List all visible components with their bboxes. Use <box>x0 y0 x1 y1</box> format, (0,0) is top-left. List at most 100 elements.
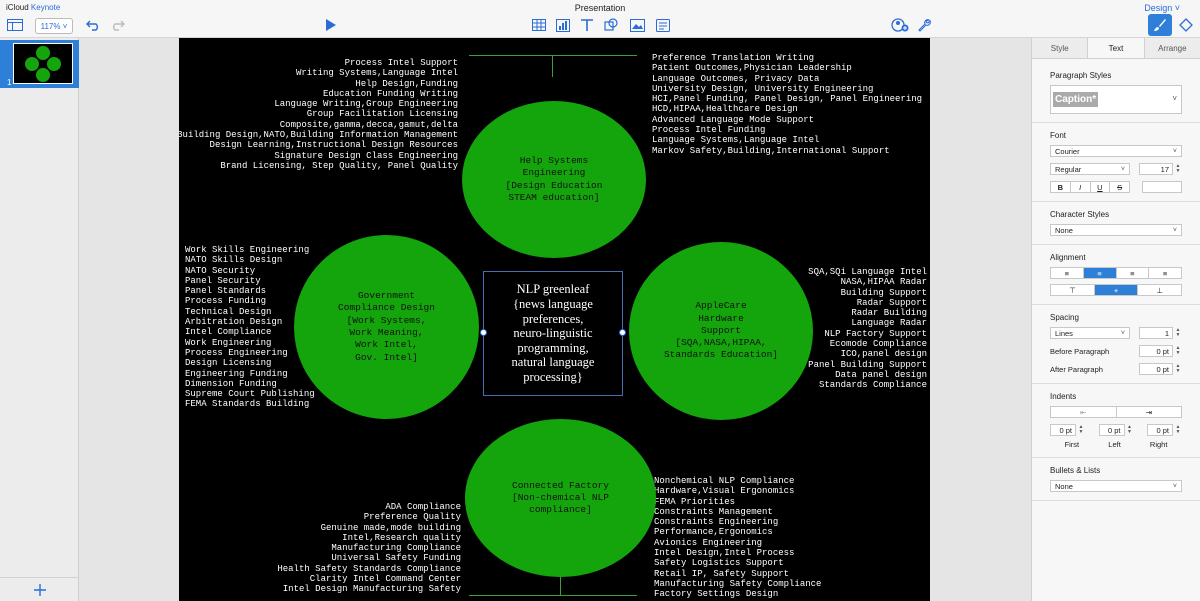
circle-help-systems[interactable]: Help Systems Engineering [Design Educati… <box>462 101 646 258</box>
circle-connected-factory-label: Connected Factory [Non-chemical NLP comp… <box>512 479 609 516</box>
font-size-stepper[interactable]: ▲▼ <box>1175 163 1181 174</box>
table-button[interactable] <box>530 15 548 35</box>
strikethrough-button[interactable]: S <box>1117 182 1123 192</box>
circle-government-compliance[interactable]: Government Compliance Design [Work Syste… <box>294 235 479 419</box>
text-block-mid-left[interactable]: Work Skills Engineering NATO Skills Desi… <box>185 245 315 410</box>
text-block-top-left[interactable]: Process Intel Support Writing Systems,La… <box>179 58 458 171</box>
circle-applecare[interactable]: AppleCare Hardware Support [SQA,NASA,HIP… <box>629 242 813 420</box>
settings-button[interactable] <box>915 15 933 35</box>
font-family-select[interactable]: Courier˅ <box>1050 145 1182 157</box>
brand[interactable]: iCloud Keynote <box>6 3 60 12</box>
align-bottom-icon: ⊥ <box>1156 285 1163 295</box>
text-button[interactable] <box>578 15 596 35</box>
indent-first-stepper[interactable]: ▲▼ <box>1078 424 1084 435</box>
undo-button[interactable] <box>84 15 102 35</box>
chevron-down-icon: ˅ <box>1174 3 1180 13</box>
document-title[interactable]: Presentation <box>574 3 626 13</box>
play-button[interactable] <box>322 15 340 35</box>
shape-button[interactable] <box>602 15 620 35</box>
spacing-value-field[interactable]: 1 <box>1139 327 1173 339</box>
spacing-mode-select[interactable]: Lines˅ <box>1050 327 1130 339</box>
italic-button[interactable]: I <box>1071 182 1091 192</box>
character-styles-title: Character Styles <box>1050 210 1110 219</box>
circle-government-compliance-label: Government Compliance Design [Work Syste… <box>338 290 435 363</box>
align-left-button[interactable]: ≡ <box>1051 268 1084 278</box>
tab-style[interactable]: Style <box>1032 38 1088 58</box>
after-paragraph-stepper[interactable]: ▲▼ <box>1175 363 1181 374</box>
chevron-down-icon: ˅ <box>1172 148 1177 155</box>
redo-button[interactable] <box>108 15 126 35</box>
chart-button[interactable] <box>554 15 572 35</box>
circle-connected-factory[interactable]: Connected Factory [Non-chemical NLP comp… <box>465 419 656 577</box>
comment-button[interactable] <box>654 15 672 35</box>
indent-left-field[interactable]: 0 pt <box>1098 424 1125 436</box>
after-paragraph-label: After Paragraph <box>1050 364 1103 374</box>
animate-button[interactable] <box>1176 15 1196 35</box>
design-menu[interactable]: Design ˅ <box>1144 3 1180 13</box>
text-block-top-right[interactable]: Preference Translation Writing Patient O… <box>652 53 923 156</box>
align-bottom-button[interactable]: ⊥ <box>1138 285 1181 295</box>
spacing-section: Spacing Lines˅ 1 ▲▼ Before Paragraph 0 p… <box>1032 305 1200 384</box>
align-left-icon: ≡ <box>1064 268 1070 278</box>
chevron-down-icon: ˅ <box>1172 227 1177 234</box>
selection-handle-right[interactable] <box>619 329 626 336</box>
slide-thumbnail-1[interactable]: 1 <box>0 40 79 88</box>
align-middle-icon: + <box>1113 285 1119 295</box>
justify-icon: ≡ <box>1162 268 1168 278</box>
bullets-section: Bullets & Lists None˅ <box>1032 458 1200 501</box>
selection-handle-left[interactable] <box>480 329 487 336</box>
text-icon <box>581 19 593 31</box>
underline-button[interactable]: U <box>1091 182 1111 192</box>
text-block-bottom-left[interactable]: ADA Compliance Preference Quality Genuin… <box>277 502 461 595</box>
alignment-title: Alignment <box>1050 253 1086 262</box>
font-weight-select[interactable]: Regular˅ <box>1050 163 1130 175</box>
slide[interactable]: Process Intel Support Writing Systems,La… <box>179 38 930 601</box>
undo-icon <box>85 20 98 31</box>
font-size-field[interactable]: 17 <box>1139 163 1173 175</box>
toolbar: iCloud Keynote Presentation Design ˅ 117… <box>0 0 1200 38</box>
character-style-select[interactable]: None˅ <box>1050 224 1182 236</box>
vertical-alignment-control: ⊤ + ⊥ <box>1050 284 1182 296</box>
after-paragraph-field[interactable]: 0 pt <box>1139 363 1173 375</box>
tab-text[interactable]: Text <box>1087 38 1145 58</box>
text-block-mid-right[interactable]: SQA,SQi Language Intel NASA,HIPAA Radar … <box>808 267 927 391</box>
spacing-title: Spacing <box>1050 313 1079 322</box>
indent-right-field[interactable]: 0 pt <box>1147 424 1173 436</box>
align-center-button[interactable]: ≡ <box>1083 268 1117 278</box>
zoom-select[interactable]: 117% ˅ <box>35 18 73 34</box>
collaborate-button[interactable] <box>890 15 910 35</box>
align-middle-button[interactable]: + <box>1094 285 1139 295</box>
align-center-icon: ≡ <box>1097 268 1102 278</box>
spacing-stepper[interactable]: ▲▼ <box>1175 327 1181 338</box>
sidebar-toggle-icon <box>7 19 23 31</box>
indent-right-stepper[interactable]: ▲▼ <box>1175 424 1181 435</box>
indent-left-stepper[interactable]: ▲▼ <box>1127 424 1132 435</box>
paragraph-styles-title: Paragraph Styles <box>1050 71 1112 80</box>
media-button[interactable] <box>628 15 646 35</box>
add-slide-button[interactable] <box>0 577 79 601</box>
center-text-box[interactable]: NLP greenleaf {news language preferences… <box>483 271 623 396</box>
view-button[interactable] <box>6 15 24 35</box>
paragraph-style-picker[interactable]: Caption* ˅ <box>1050 85 1182 114</box>
before-paragraph-field[interactable]: 0 pt <box>1139 345 1173 357</box>
align-top-button[interactable]: ⊤ <box>1051 285 1095 295</box>
chevron-down-icon: ˅ <box>62 21 68 31</box>
before-paragraph-stepper[interactable]: ▲▼ <box>1175 345 1181 356</box>
bullets-select[interactable]: None˅ <box>1050 480 1182 492</box>
font-weight-value: Regular <box>1055 165 1082 174</box>
indent-first-field[interactable]: 0 pt <box>1050 424 1076 436</box>
justify-button[interactable]: ≡ <box>1149 268 1181 278</box>
bold-button[interactable]: B <box>1051 182 1071 192</box>
tab-arrange[interactable]: Arrange <box>1144 38 1200 58</box>
decrease-indent-button[interactable]: ⇤ <box>1051 407 1117 417</box>
chevron-down-icon: ˅ <box>1172 94 1177 103</box>
paragraph-style-value: Caption* <box>1053 92 1099 107</box>
increase-indent-button[interactable]: ⇥ <box>1117 407 1182 417</box>
indents-section: Indents ⇤ ⇥ 0 pt ▲▼ 0 pt ▲▼ 0 pt ▲▼ <box>1032 384 1200 458</box>
paintbrush-icon <box>1154 19 1166 31</box>
text-color-well[interactable] <box>1142 181 1182 193</box>
format-button[interactable] <box>1148 14 1172 36</box>
spacing-mode-value: Lines <box>1055 329 1073 338</box>
align-right-button[interactable]: ≡ <box>1117 268 1150 278</box>
text-block-bottom-right[interactable]: Nonchemical NLP Compliance Hardware,Visu… <box>654 476 822 600</box>
